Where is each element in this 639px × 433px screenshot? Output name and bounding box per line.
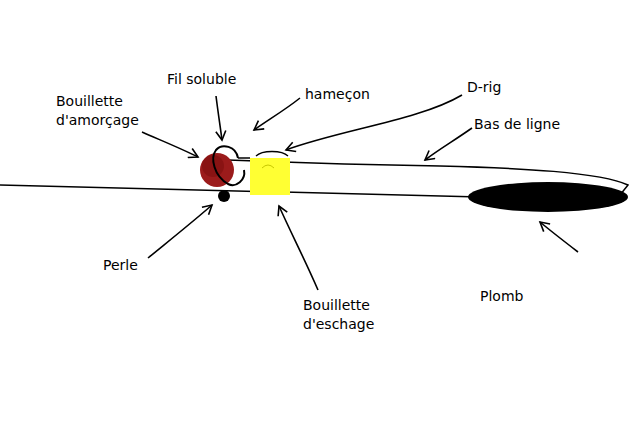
part-label: hameçon: [305, 85, 415, 104]
part-label: Bas de ligne: [474, 115, 594, 134]
bait-boilie: [200, 153, 234, 187]
part-label: Bouillette d'amorçage: [56, 92, 152, 130]
bead: [218, 190, 230, 202]
part-label: Bouillette d'eschage: [303, 296, 399, 334]
lead-weight: [468, 182, 628, 212]
part-label: Fil soluble: [167, 70, 287, 89]
part-label: Perle: [103, 256, 183, 275]
part-label: D-rig: [467, 78, 557, 97]
hook: [213, 146, 244, 185]
d-rig-loop: [256, 152, 288, 157]
hookbait-boilie: [250, 158, 290, 195]
main-line: [0, 185, 480, 197]
part-label: Plomb: [480, 287, 570, 306]
